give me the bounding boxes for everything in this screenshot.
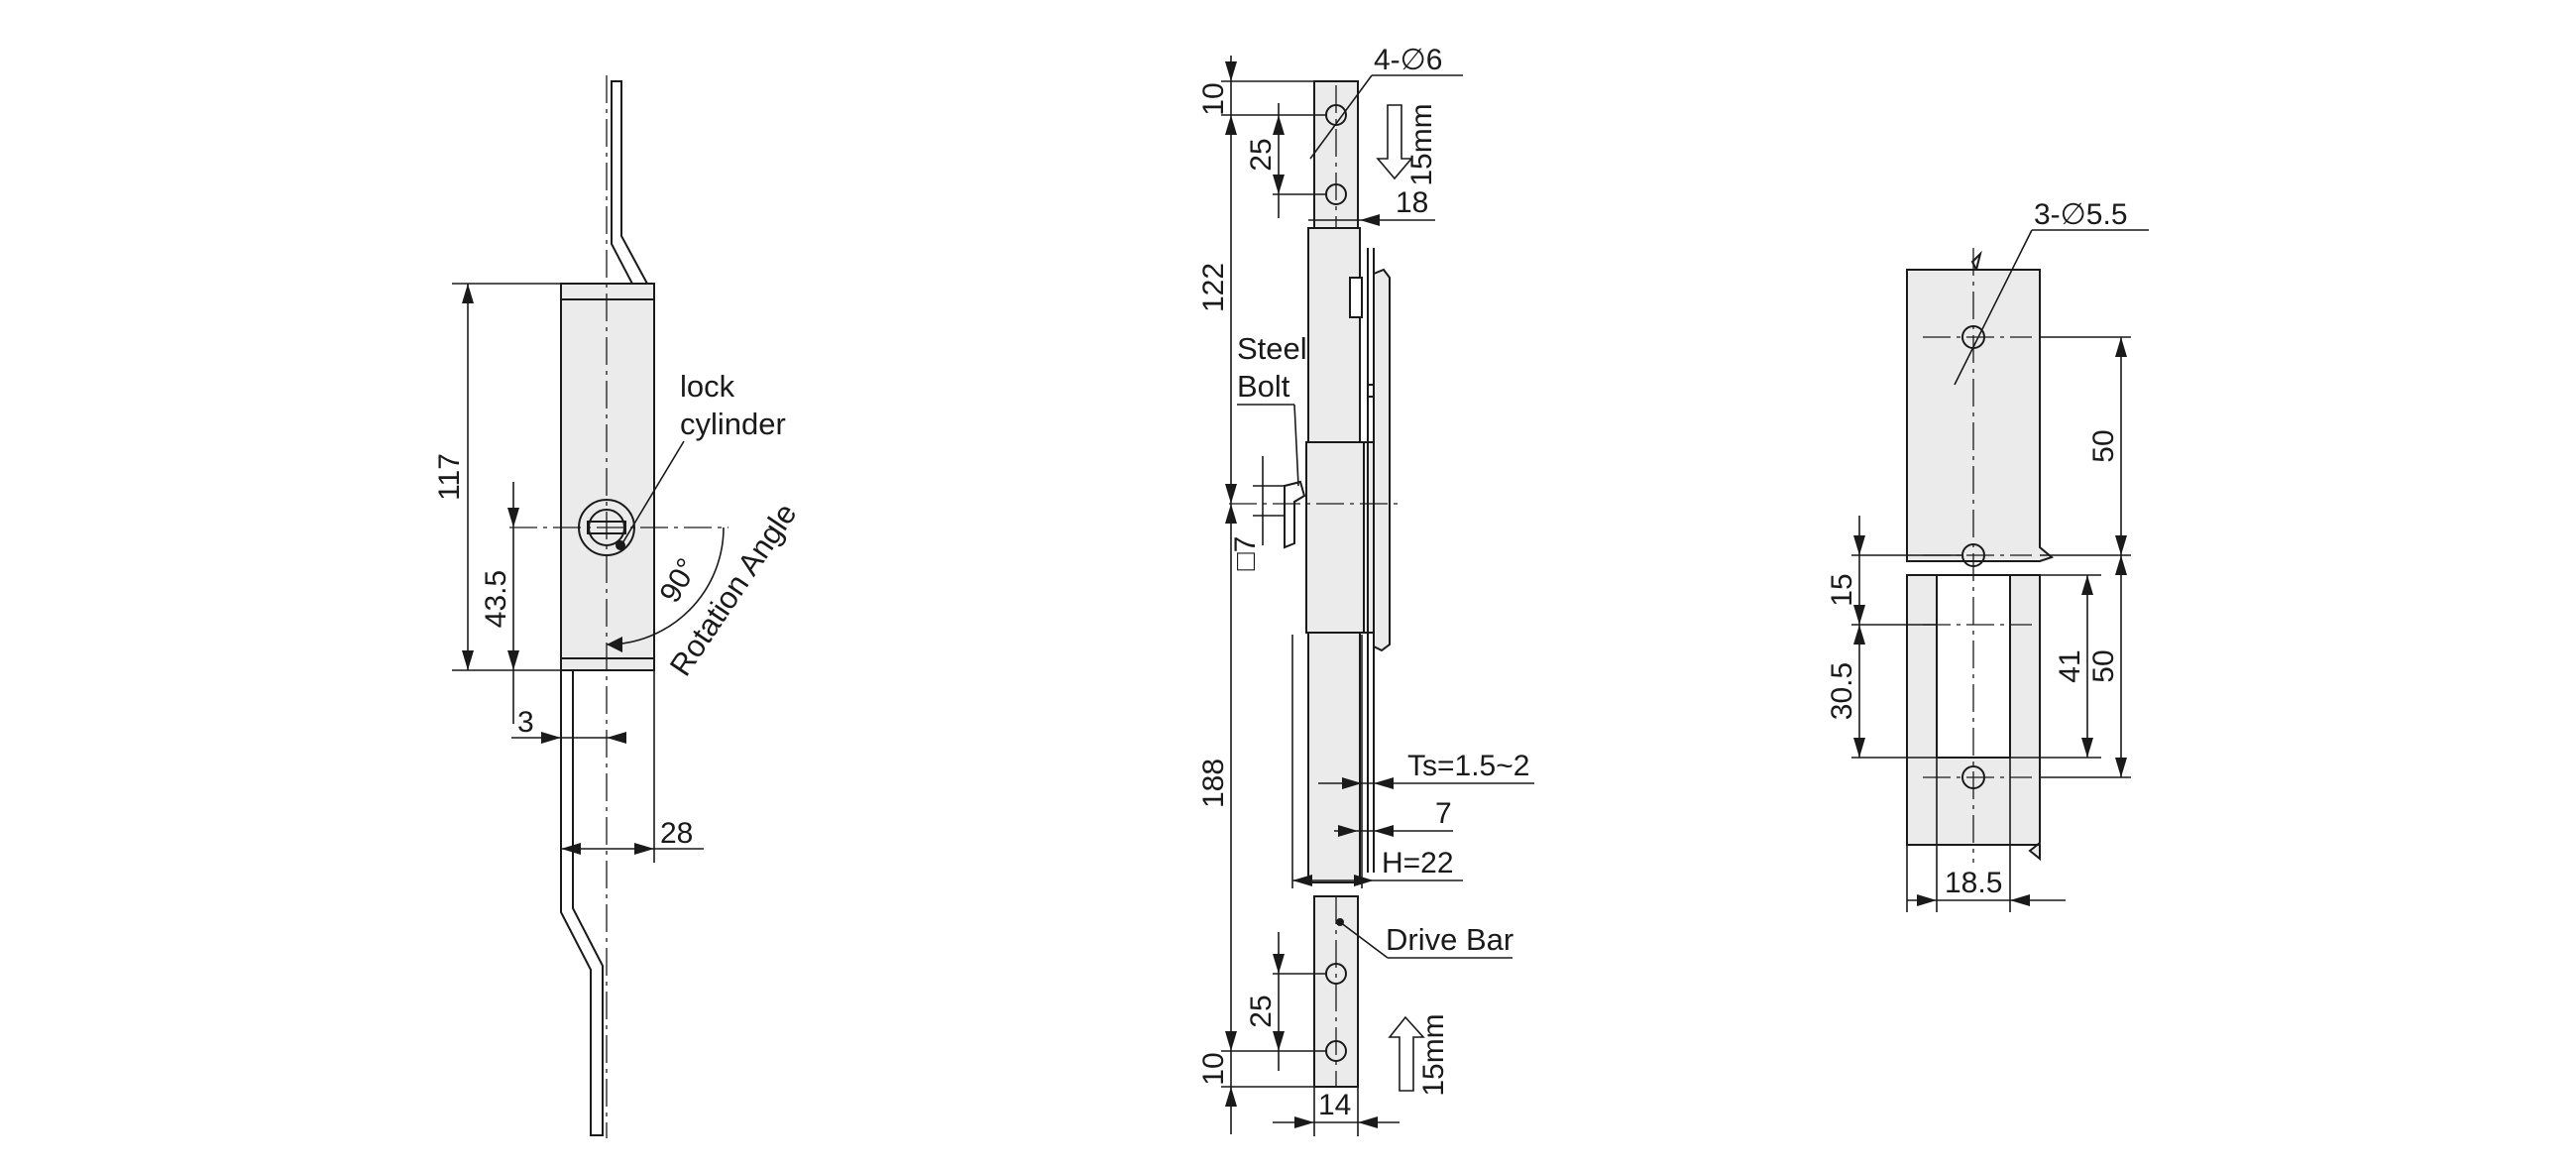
- travel-arrow-bottom: [1388, 1015, 1425, 1092]
- dim-28: 28: [660, 817, 693, 850]
- steel-bolt-label-2: Bolt: [1237, 369, 1290, 404]
- steel-bolt: [1284, 480, 1306, 549]
- rod-top: [611, 80, 648, 289]
- dim-122: 122: [1197, 263, 1230, 312]
- dim-bottom-25: 25: [1245, 995, 1278, 1027]
- steel-bolt-label-1: Steel: [1237, 331, 1307, 366]
- dim-117: 117: [433, 453, 466, 501]
- travel-bottom-label: 15mm: [1417, 1013, 1450, 1096]
- dim-top-25: 25: [1245, 138, 1278, 171]
- cutout-hole-3: [1961, 765, 1985, 789]
- dim-41: 41: [2054, 649, 2086, 682]
- dim-43-5: 43.5: [480, 570, 512, 628]
- dim-bottom-10: 10: [1197, 1052, 1230, 1085]
- travel-top-label: 15mm: [1405, 103, 1438, 185]
- lock-cylinder-label-1: lock: [680, 369, 735, 404]
- handle-cover: [1373, 268, 1391, 652]
- travel-arrow-top: [1376, 104, 1413, 180]
- dim-15: 15: [1826, 573, 1858, 606]
- h-label: H=22: [1382, 847, 1454, 879]
- dim-7: 7: [1435, 797, 1452, 830]
- dim-18: 18: [1396, 186, 1428, 219]
- rod-bottom: [560, 669, 604, 1136]
- dim-50-top: 50: [2087, 429, 2120, 462]
- dim-30-5: 30.5: [1826, 662, 1858, 720]
- rotation-arc: [606, 527, 725, 645]
- holes-4-dia-6: 4-∅6: [1374, 44, 1443, 76]
- ts-label: Ts=1.5~2: [1407, 750, 1529, 782]
- dim-14: 14: [1318, 1089, 1351, 1121]
- side-view: 10 25 4-∅6 15mm 18 122 Steel Bolt □7 188…: [1197, 44, 1534, 1136]
- lock-cylinder-label-2: cylinder: [680, 407, 786, 441]
- dim-3: 3: [517, 706, 534, 739]
- holes-3-dia-5-5: 3-∅5.5: [2034, 198, 2128, 231]
- dim-top-10: 10: [1197, 82, 1230, 115]
- dim-188: 188: [1197, 759, 1230, 808]
- cutout-view: 3-∅5.5 50 15 30.5 41 50 18.5: [1826, 198, 2149, 912]
- lock-body: [560, 283, 655, 671]
- drive-bar-label: Drive Bar: [1386, 922, 1513, 957]
- cylinder-housing: [1305, 441, 1365, 634]
- dim-square-7: □7: [1229, 536, 1262, 571]
- dim-18-5: 18.5: [1945, 867, 2002, 899]
- angle-90: 90°: [653, 553, 704, 609]
- front-view: 117 43.5 3 28 lock cylinder 90° Rotation…: [433, 75, 804, 1138]
- dim-50-bottom: 50: [2087, 649, 2120, 682]
- upper-panel: [1906, 250, 2055, 562]
- lock-cylinder-outer: [578, 499, 635, 556]
